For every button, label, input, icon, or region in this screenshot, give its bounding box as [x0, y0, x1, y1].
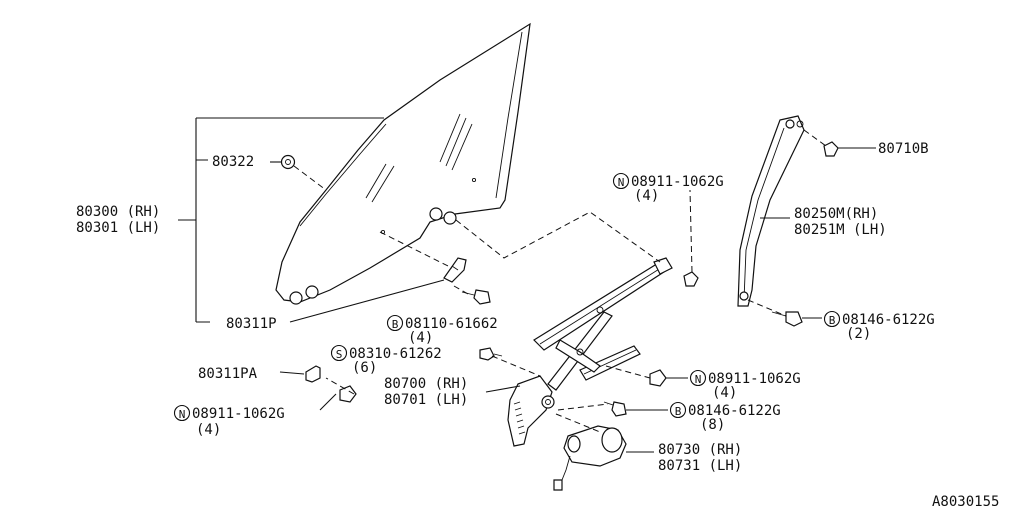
label-80311P: 80311P	[226, 316, 277, 332]
nut-symbol-icon	[612, 172, 630, 190]
bolt-symbol-icon	[823, 310, 841, 328]
bolt-symbol-letter: B	[675, 405, 682, 418]
nut-symbol-icon	[173, 404, 191, 422]
label-80322: 80322	[212, 154, 254, 170]
bolt-08110-61662	[461, 289, 491, 305]
bolt-symbol-letter: B	[829, 314, 836, 327]
nut-08911-left	[339, 385, 357, 403]
label-08911-top: 08911-1062G	[631, 174, 724, 190]
label-08911-left: 08911-1062G	[192, 406, 285, 422]
nut-symbol-letter: N	[618, 176, 625, 189]
label-08146-upper: 08146-6122G	[842, 312, 935, 328]
callout-s-08310: S 08310-61262 (6)	[330, 344, 442, 376]
leader-lines	[178, 117, 876, 453]
label-08110-61662: 08110-61662	[405, 316, 498, 332]
label-08146-lower: 08146-6122G	[688, 403, 781, 419]
qty-08911-left: (4)	[196, 422, 221, 438]
bolt-symbol-icon	[386, 314, 404, 332]
regulator-motor	[553, 425, 627, 491]
label-80710B: 80710B	[878, 141, 929, 157]
sash-channel	[737, 115, 805, 307]
nut-08911-top	[683, 271, 699, 287]
part-80311PA-clip	[305, 365, 321, 383]
screw-symbol-icon	[330, 344, 348, 362]
bolt-08146-lower	[603, 401, 627, 417]
nut-symbol-icon	[689, 369, 707, 387]
nut-80710B	[823, 141, 839, 157]
label-80730: 80730 (RH)	[658, 442, 742, 458]
bolt-08146-upper	[771, 311, 803, 327]
callout-b-08110: B 08110-61662 (4)	[386, 314, 498, 346]
label-80300: 80300 (RH)	[76, 204, 160, 220]
label-80311PA: 80311PA	[198, 366, 258, 382]
window-regulator	[507, 257, 673, 447]
callout-n-top: N 08911-1062G (4)	[612, 172, 724, 204]
door-glass	[275, 22, 531, 305]
nut-symbol-letter: N	[179, 408, 186, 421]
bolt-symbol-icon	[669, 401, 687, 419]
label-80700: 80700 (RH)	[384, 376, 468, 392]
part-80311P-bracket	[443, 257, 467, 283]
label-80731: 80731 (LH)	[658, 458, 742, 474]
label-80250M: 80250M(RH)	[794, 206, 878, 222]
diagram-id: A8030155	[932, 494, 999, 510]
qty-08146-lower: (8)	[700, 417, 725, 433]
qty-08911-top: (4)	[634, 188, 659, 204]
label-08310-61262: 08310-61262	[349, 346, 442, 362]
label-80301: 80301 (LH)	[76, 220, 160, 236]
label-08911-right: 08911-1062G	[708, 371, 801, 387]
qty-08911-right: (4)	[712, 385, 737, 401]
qty-08146-upper: (2)	[846, 326, 871, 342]
label-80251M: 80251M (LH)	[794, 222, 887, 238]
callout-b-08146-upper: B 08146-6122G (2)	[823, 310, 935, 342]
nut-symbol-letter: N	[695, 373, 702, 386]
screw-symbol-letter: S	[336, 348, 343, 361]
callout-b-08146-lower: B 08146-6122G (8)	[669, 401, 781, 433]
callout-n-left: N 08911-1062G (4)	[173, 404, 285, 438]
nut-08911-right	[649, 369, 667, 387]
label-80701: 80701 (LH)	[384, 392, 468, 408]
bolt-symbol-letter: B	[392, 318, 399, 331]
part-80322-grommet	[280, 154, 296, 170]
qty-08310-61262: (6)	[352, 360, 377, 376]
screw-08310-61262	[479, 347, 503, 361]
callout-n-right: N 08911-1062G (4)	[689, 369, 801, 401]
qty-08110-61662: (4)	[408, 330, 433, 346]
